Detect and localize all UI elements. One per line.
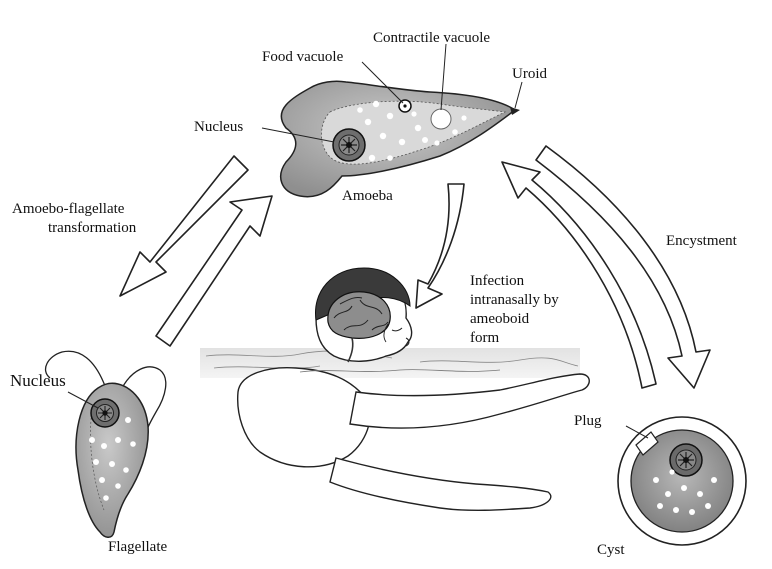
label-amoeba: Amoeba: [342, 188, 393, 204]
leader-contractile-vacuole: [440, 43, 447, 111]
flagellate-nucleus: [90, 398, 120, 428]
leader-food-vacuole: [361, 61, 404, 104]
amoeba-cell: [280, 80, 520, 198]
cyst-cell: [617, 416, 747, 546]
leader-lines-amoeba: [261, 43, 523, 143]
leader-uroid: [514, 81, 523, 109]
flagellate-cell: [45, 350, 167, 538]
swimmer-brain: [327, 291, 391, 363]
label-uroid: Uroid: [512, 66, 547, 82]
swimmer-arm-extended: [349, 373, 590, 429]
label-transformation-line1: Amoebo-flagellate: [12, 201, 125, 217]
human-swimmer: [200, 267, 590, 512]
label-nucleus-amoeba: Nucleus: [194, 119, 244, 135]
leader-nucleus-amoeba: [261, 127, 335, 143]
label-infection-line3: ameoboid: [470, 311, 530, 327]
swimmer-arm-lower: [329, 457, 552, 512]
label-contractile-vacuole: Contractile vacuole: [373, 30, 491, 46]
label-plug: Plug: [574, 413, 602, 429]
cyst-plug: [635, 431, 659, 456]
amoeba-endoplasm: [321, 100, 507, 165]
label-transformation-line2: transformation: [48, 220, 137, 236]
label-infection-line1: Infection: [470, 273, 525, 289]
contractile-vacuole: [430, 108, 452, 130]
label-cyst: Cyst: [597, 542, 625, 558]
arrow-amoeba-to-flagellate: [119, 155, 249, 297]
flagellum-1: [45, 350, 106, 387]
label-infection-line4: form: [470, 330, 500, 346]
leader-plug: [625, 425, 649, 439]
arrow-flagellate-to-amoeba: [155, 195, 273, 347]
arrow-cyst-to-amoeba: [501, 161, 657, 389]
arrow-infection: [415, 183, 465, 309]
flagellate-granules: [89, 417, 136, 501]
swimmer-torso: [237, 367, 371, 468]
label-food-vacuole: Food vacuole: [262, 49, 344, 65]
amoeba-nucleus: [332, 128, 366, 162]
cyst-granules: [653, 469, 717, 515]
label-encystment: Encystment: [666, 233, 737, 249]
label-flagellate: Flagellate: [108, 539, 168, 555]
amoeba-granules: [357, 100, 467, 162]
uroid: [510, 107, 520, 115]
food-vacuole: [398, 99, 412, 113]
arrow-amoeba-to-cyst: [535, 145, 711, 389]
arrows: [119, 145, 711, 389]
label-nucleus-flagellate: Nucleus: [10, 371, 66, 390]
cyst-nucleus: [669, 443, 703, 477]
leader-nucleus-flagellate: [67, 391, 99, 409]
label-infection-line2: intranasally by: [470, 292, 559, 308]
